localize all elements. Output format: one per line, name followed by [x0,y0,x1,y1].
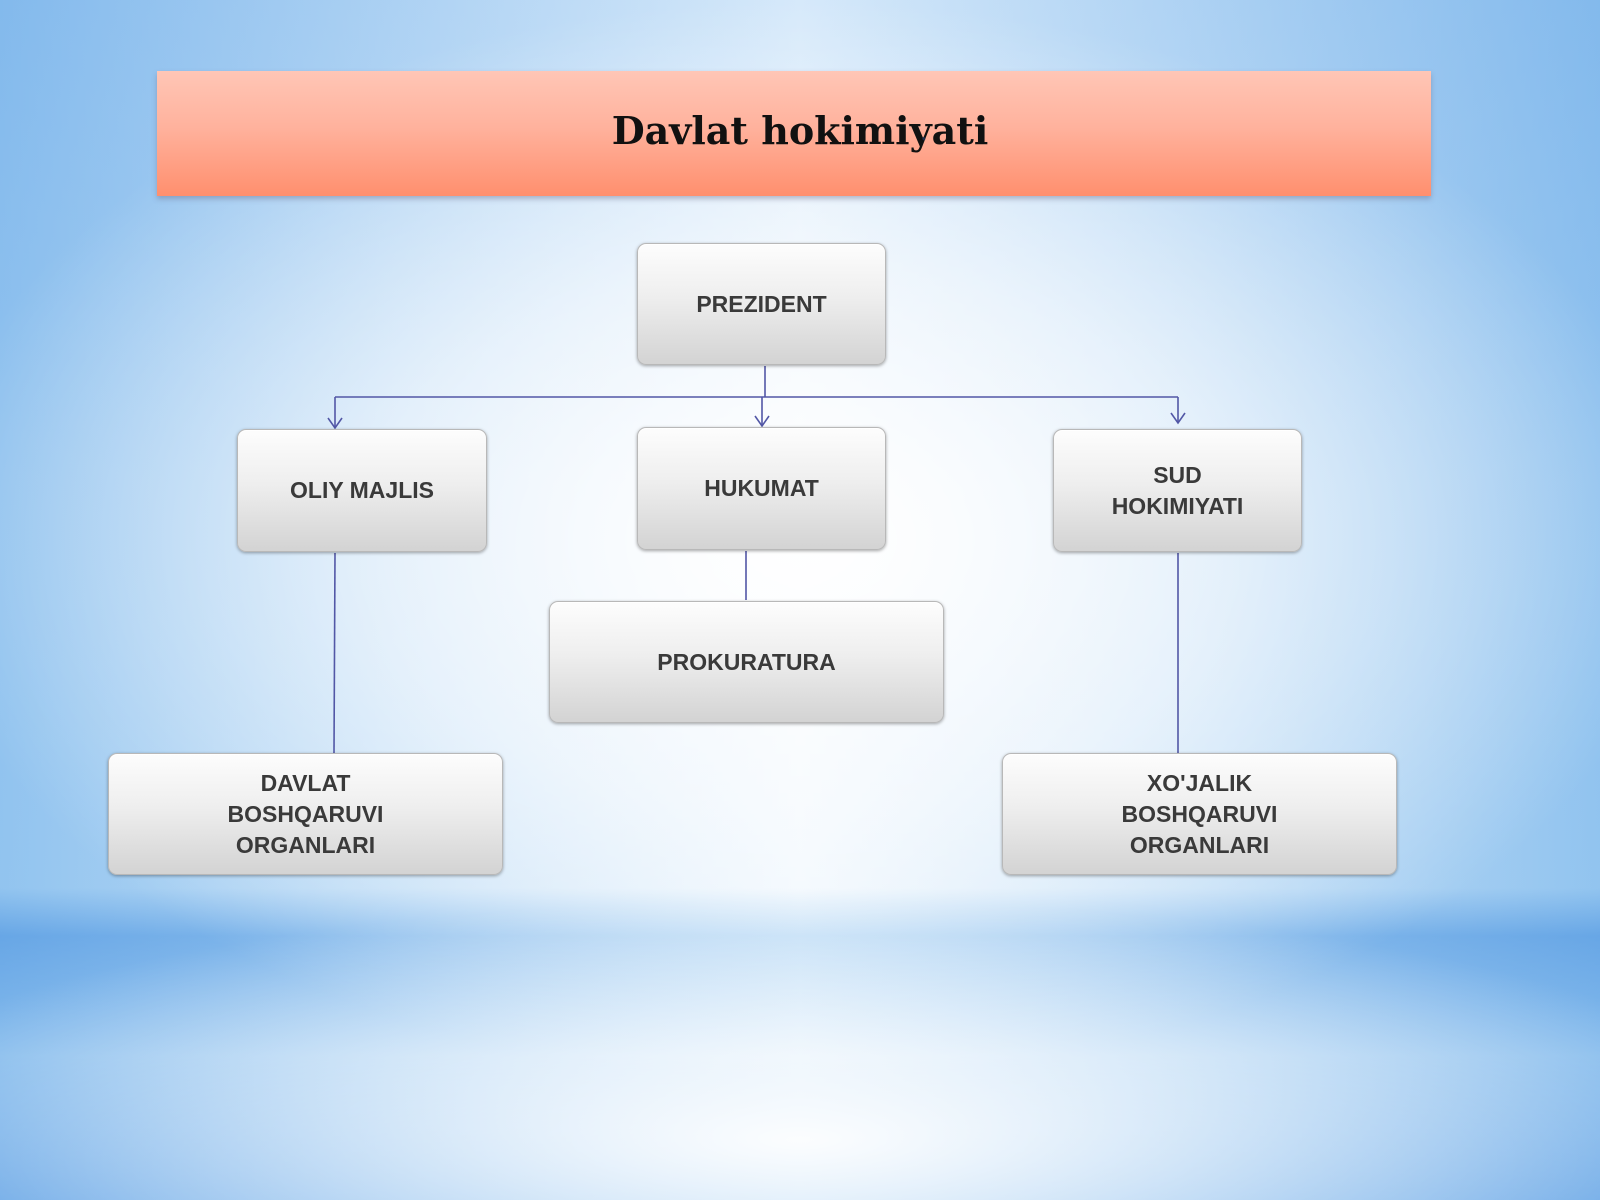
node-prokuratura: PROKURATURA [549,601,944,723]
node-davlat-boshqaruvi-organlari: DAVLAT BOSHQARUVI ORGANLARI [108,753,503,875]
node-prezident: PREZIDENT [637,243,886,365]
node-oliy-majlis: OLIY MAJLIS [237,429,487,552]
page-title: Davlat hokimiyati [611,108,989,153]
node-hukumat: HUKUMAT [637,427,886,550]
title-banner [157,71,1431,196]
node-xojalik-boshqaruvi-organlari: XO'JALIK BOSHQARUVI ORGANLARI [1002,753,1397,875]
arrowhead-hukumat [754,415,770,428]
title-period: . [920,118,928,146]
connector-oliy-majlis-davlat [333,552,336,754]
node-sud-hokimiyati: SUD HOKIMIYATI [1053,429,1302,552]
arrowhead-sud [1170,412,1186,425]
arrowhead-oliy-majlis [327,417,343,430]
